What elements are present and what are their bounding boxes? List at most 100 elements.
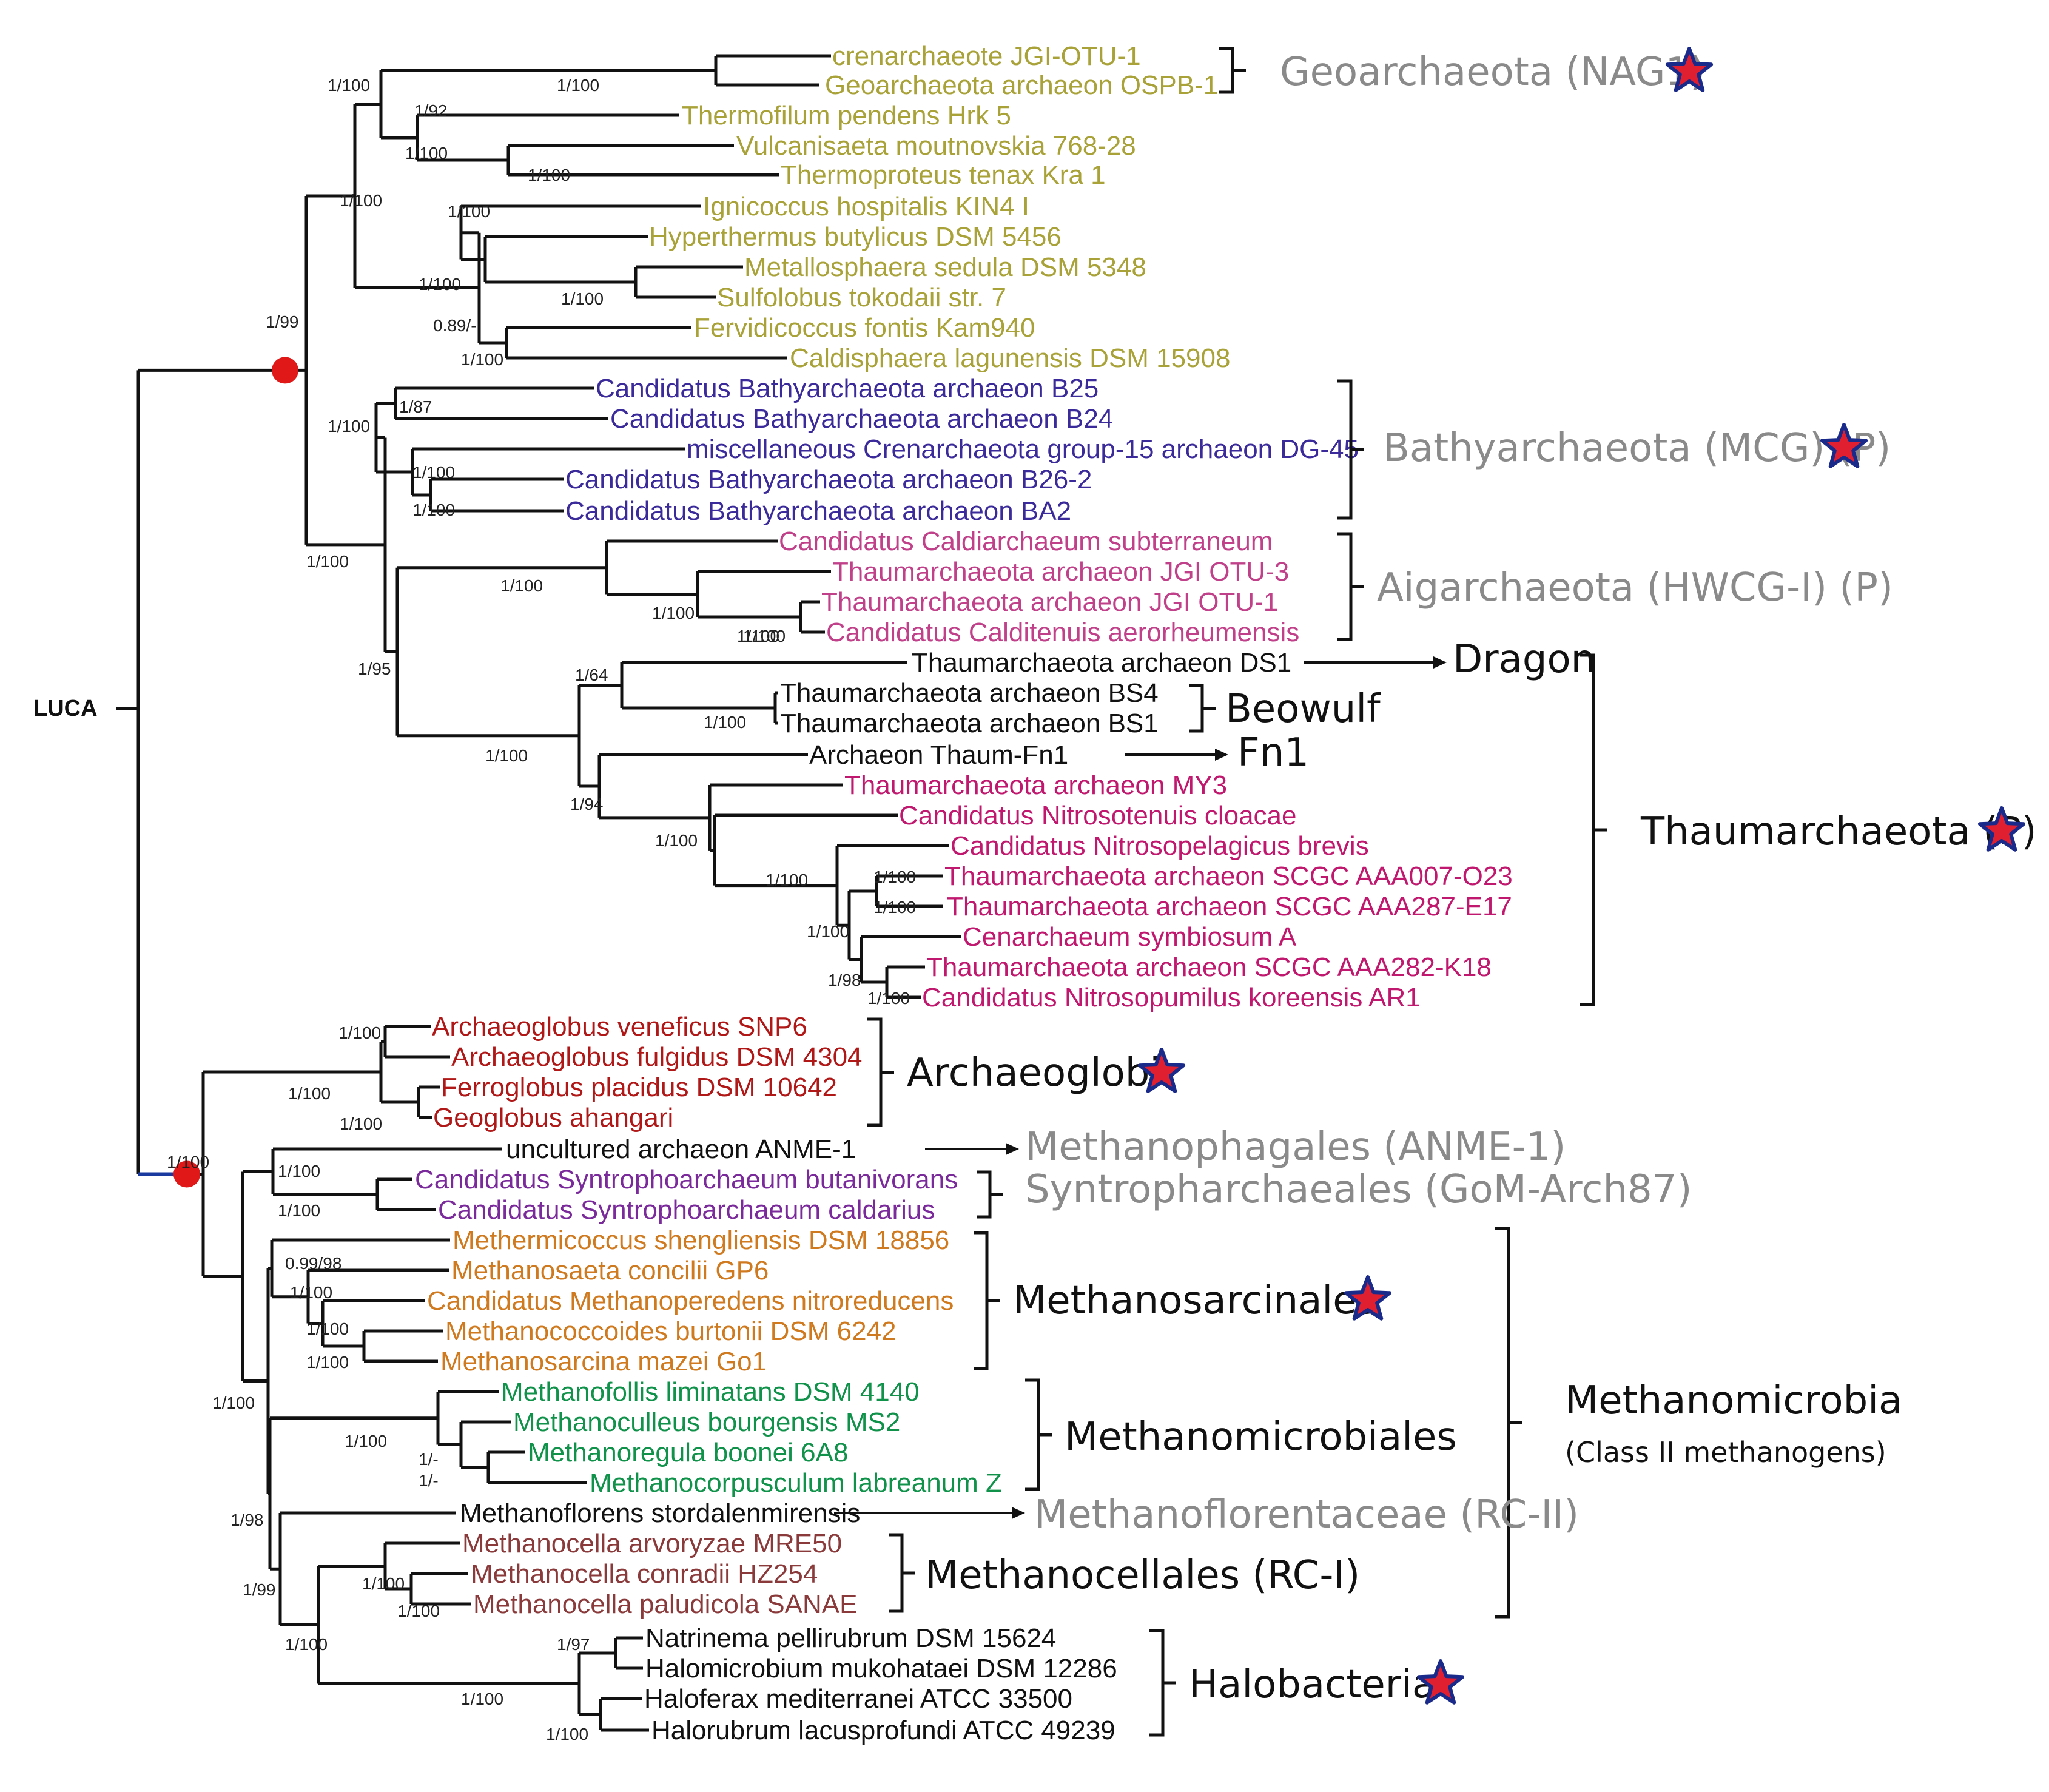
bracket-methanosarcinales	[974, 1231, 1000, 1370]
support-value: 1/100	[561, 289, 604, 308]
support-value: 1/94	[570, 795, 604, 813]
group-label: (Class II methanogens)	[1565, 1436, 1886, 1469]
taxon-label: Candidatus Nitrosopelagicus brevis	[950, 831, 1369, 861]
group-label: Bathyarchaeota (MCG) (P)	[1383, 426, 1891, 471]
arrow-methanoflorentaceae-head	[1012, 1507, 1025, 1519]
taxon-label: Candidatus Syntrophoarchaeum butanivoran…	[415, 1165, 958, 1194]
taxon-label: crenarchaeote JGI-OTU-1	[832, 41, 1141, 71]
arrow-methanophagales-head	[1006, 1143, 1019, 1155]
taxon-label: Geoglobus ahangari	[433, 1103, 673, 1133]
node-markers	[173, 357, 298, 1188]
root-label: LUCA	[33, 696, 98, 721]
support-value: 1/100	[655, 831, 698, 850]
star-icon	[1977, 806, 2026, 852]
taxon-label: Candidatus Syntrophoarchaeum caldarius	[438, 1195, 935, 1225]
support-value: 1/100	[328, 76, 370, 95]
taxon-label: Thaumarchaeota archaeon JGI OTU-3	[832, 557, 1289, 587]
taxon-label: Thermofilum pendens Hrk 5	[682, 101, 1011, 130]
support-value: 1/100	[765, 871, 808, 889]
support-value: 1/100	[448, 202, 490, 221]
group-label: Archaeoglobi	[907, 1051, 1160, 1096]
bracket-methanocellales	[889, 1533, 915, 1613]
support-value: 1/100	[290, 1283, 332, 1302]
group-label: Beowulf	[1225, 687, 1381, 732]
taxon-label: Candidatus Nitrosotenuis cloacae	[899, 801, 1297, 830]
taxon-label: Methanofollis liminatans DSM 4140	[501, 1377, 920, 1407]
taxon-label: Candidatus Caldiarchaeum subterraneum	[779, 527, 1273, 556]
support-value: 1/100	[345, 1432, 387, 1450]
taxon-label: Methanococcoides burtonii DSM 6242	[445, 1316, 897, 1346]
support-value: 1/100	[546, 1725, 588, 1743]
support-value: 1/100	[412, 463, 455, 482]
taxon-label: Natrinema pellirubrum DSM 15624	[645, 1623, 1056, 1653]
support-value: 0.89/-	[433, 316, 477, 335]
taxon-label: Thermoproteus tenax Kra 1	[781, 160, 1106, 190]
support-value: 1/100	[167, 1153, 209, 1171]
taxon-label: Haloferax mediterranei ATCC 33500	[644, 1684, 1072, 1714]
taxon-label: Thaumarchaeota archaeon JGI OTU-1	[821, 587, 1278, 617]
support-value: 1/-	[419, 1450, 439, 1469]
support-value: 1/100	[288, 1084, 331, 1103]
taxon-label: Thaumarchaeota archaeon DS1	[912, 648, 1291, 678]
support-value: 1/98	[230, 1511, 264, 1529]
bracket-methanomicrobia	[1495, 1227, 1522, 1619]
support-value: 1/92	[414, 101, 448, 120]
bracket-syntropharchaeales	[977, 1170, 1003, 1219]
group-label: Methanosarcinales	[1013, 1278, 1377, 1323]
star-icon	[1416, 1659, 1465, 1705]
support-value: 1/100	[306, 1319, 349, 1338]
star-icon	[1344, 1275, 1392, 1321]
group-label: Methanomicrobia	[1565, 1378, 1902, 1423]
taxon-label: Methermicoccus shengliensis DSM 18856	[453, 1225, 949, 1255]
support-value: 1/100	[873, 898, 916, 917]
taxon-label: Halomicrobium mukohataei DSM 12286	[645, 1654, 1117, 1683]
taxon-label: Thaumarchaeota archaeon SCGC AAA282-K18	[926, 952, 1492, 982]
support-value: 1/100	[340, 191, 382, 210]
taxon-label: Methanocorpusculum labreanum Z	[590, 1468, 1002, 1498]
taxon-label: Fervidicoccus fontis Kam940	[694, 313, 1035, 343]
bracket-geoarchaeota	[1219, 47, 1246, 94]
group-label: Methanomicrobiales	[1065, 1415, 1457, 1460]
taxon-label: Methanosarcina mazei Go1	[440, 1347, 767, 1376]
support-value: 1/98	[828, 971, 861, 989]
taxon-label: Archaeoglobus veneficus SNP6	[432, 1012, 807, 1042]
support-value: 1/100	[807, 922, 849, 941]
node-marker-upper	[272, 357, 298, 384]
taxon-label: miscellaneous Crenarchaeota group-15 arc…	[687, 434, 1359, 464]
taxon-label: Methanoregula boonei 6A8	[528, 1438, 848, 1467]
support-value: 1/99	[243, 1580, 276, 1599]
taxon-label: Candidatus Bathyarchaeota archaeon BA2	[565, 496, 1071, 526]
group-label: Geoarchaeota (NAG1)	[1280, 50, 1705, 95]
taxon-label: Thaumarchaeota archaeon BS1	[780, 709, 1159, 738]
bracket-aigarchaeota	[1337, 532, 1364, 641]
support-value: 1/100	[485, 746, 528, 765]
bracket-archaeoglobi	[867, 1017, 894, 1127]
taxon-label: Methanoflorens stordalenmirensis	[460, 1498, 860, 1528]
taxon-label: Candidatus Nitrosopumilus koreensis AR1	[922, 983, 1421, 1012]
taxon-label: Thaumarchaeota archaeon SCGC AAA287-E17	[947, 892, 1512, 921]
support-value: 1/99	[266, 312, 299, 331]
support-value: 1/64	[575, 665, 608, 684]
group-label: Syntropharchaeales (GoM-Arch87)	[1025, 1167, 1692, 1212]
support-value: 1/100	[412, 500, 455, 519]
bracket-beowulf	[1189, 684, 1216, 733]
taxon-label: uncultured archaeon ANME-1	[506, 1134, 856, 1164]
support-value: 1/100	[278, 1201, 320, 1220]
support-value: 0.99/98	[285, 1254, 342, 1273]
group-labels: Geoarchaeota (NAG1) Bathyarchaeota (MCG) …	[907, 47, 2037, 1707]
taxon-label: Candidatus Bathyarchaeota archaeon B26-2	[565, 465, 1092, 494]
support-value: 1/100	[557, 76, 599, 95]
bracket-thaumarchaeota	[1580, 653, 1607, 1006]
support-value: 1/100	[461, 350, 503, 369]
taxon-label: Sulfolobus tokodaii str. 7	[717, 283, 1006, 312]
taxon-label: Methanoculleus bourgensis MS2	[513, 1407, 900, 1437]
support-values: 1/100 1/100 1/92 1/100 1/100 1/100 1/100 1/100 1…	[167, 76, 916, 1743]
support-value: 1/-	[419, 1471, 439, 1490]
taxon-label: Candidatus Bathyarchaeota archaeon B24	[610, 404, 1113, 434]
group-label: Methanophagales (ANME-1)	[1025, 1125, 1566, 1170]
taxon-label: Vulcanisaeta moutnovskia 768-28	[736, 131, 1136, 161]
bracket-bathyarchaeota	[1337, 379, 1364, 520]
taxon-label: Thaumarchaeota archaeon SCGC AAA007-O23	[944, 861, 1513, 891]
taxon-label: Thaumarchaeota archaeon MY3	[844, 770, 1227, 800]
